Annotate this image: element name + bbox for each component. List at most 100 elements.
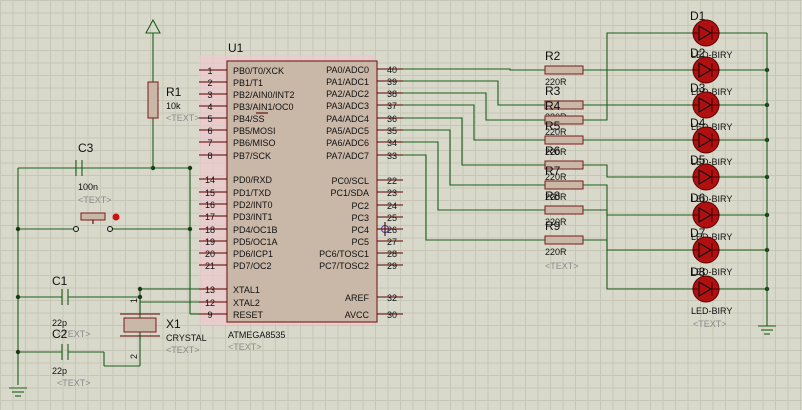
resistor-value: 220R [545, 147, 567, 157]
resistor-r8[interactable]: R8 220R [544, 189, 584, 227]
junction-dot [15, 226, 21, 232]
resistor-ref: R9 [545, 219, 561, 233]
led-ref: D2 [690, 46, 706, 60]
capacitor-c1-value: 22p [52, 318, 67, 328]
power-icon [145, 18, 161, 34]
c1-text-placeholder: <TEXT> [57, 329, 91, 339]
junction-dot [187, 165, 193, 171]
pin-label: PD5/OC1A [233, 237, 278, 247]
resistor-r1-body[interactable] [147, 81, 159, 119]
pin-number: 1 [207, 66, 212, 76]
resistor-value: 220R [545, 77, 567, 87]
capacitor-c1-ref: C1 [52, 274, 68, 288]
pin-label: PA2/ADC2 [326, 89, 369, 99]
resistor-value: 220R [545, 217, 567, 227]
resistor-ref: R3 [545, 84, 561, 98]
pin-number: 30 [387, 310, 397, 320]
pin-label: PD4/OC1B [233, 225, 278, 235]
pin-number: 24 [387, 201, 397, 211]
led-value: LED-BIRY [691, 306, 732, 316]
pin-label: PA6/ADC6 [326, 138, 369, 148]
resistor-body [544, 65, 584, 75]
resistor-text-placeholder: <TEXT> [545, 261, 579, 271]
resistor-ref: R5 [545, 119, 561, 133]
pin-label: PD3/INT1 [233, 212, 273, 222]
led-ref: D3 [690, 81, 706, 95]
pin-number: 6 [207, 126, 212, 136]
pin-number: 27 [387, 237, 397, 247]
pin-label: AREF [345, 293, 370, 303]
pin-label: AVCC [345, 310, 370, 320]
crystal-x1-ref: X1 [166, 317, 181, 331]
junction-dot [15, 349, 21, 355]
resistor-ref: R2 [545, 49, 561, 63]
resistor-r1-value: 10k [166, 101, 181, 111]
led-ref: D6 [690, 191, 706, 205]
led-value: LED-BIRY [691, 50, 732, 60]
pin-label: PD2/INT0 [233, 200, 273, 210]
resistor-r1-ref: R1 [166, 85, 182, 99]
crystal-pin1-label: 1 [129, 298, 139, 303]
led-ref: D8 [690, 265, 706, 279]
resistor-ref: R8 [545, 189, 561, 203]
pin-number: 21 [205, 261, 215, 271]
pin-label: PA0/ADC0 [326, 65, 369, 75]
pin-label: PB5/MOSI [233, 126, 276, 136]
led-value: LED-BIRY [691, 194, 732, 204]
pin-number: 8 [207, 151, 212, 161]
resistor-value: 220R [545, 127, 567, 137]
ground-icon [9, 387, 27, 397]
pin-label: PB3/AIN1/OC0 [233, 102, 294, 112]
crystal-x1[interactable] [123, 317, 157, 333]
pin-number: 3 [207, 90, 212, 100]
capacitor-c2-ref: C2 [52, 327, 68, 341]
pin-label: PD0/RXD [233, 175, 273, 185]
junction-dot [137, 294, 143, 300]
push-button[interactable] [80, 212, 106, 221]
pin-label: PC6/TOSC1 [319, 249, 369, 259]
chip-body [226, 60, 378, 323]
pin-number: 28 [387, 249, 397, 259]
led-value: LED-BIRY [691, 157, 732, 167]
pin-number: 2 [207, 78, 212, 88]
pin-label: PA4/ADC4 [326, 114, 369, 124]
pin-label: PD6/ICP1 [233, 249, 273, 259]
ground-icon [758, 325, 776, 335]
capacitor-c3-value: 100n [78, 182, 98, 192]
pin-number: 35 [387, 126, 397, 136]
led-ref: D1 [690, 9, 706, 23]
led-value: LED-BIRY [691, 87, 732, 97]
resistor-value: 220R [545, 172, 567, 182]
pin-number: 32 [387, 293, 397, 303]
resistor-r2[interactable]: R2 220R [544, 49, 584, 87]
pin-number: 15 [205, 188, 215, 198]
mcu-ref: U1 [228, 41, 244, 55]
pin-number: 25 [387, 213, 397, 223]
junction-dot [15, 294, 21, 300]
resistor-ref: R6 [545, 144, 561, 158]
led-value: LED-BIRY [691, 232, 732, 242]
pin-label: PB4/SS [233, 114, 265, 124]
led-value: LED-BIRY [691, 267, 732, 277]
x1-text-placeholder: <TEXT> [166, 345, 200, 355]
pin-number: 16 [205, 200, 215, 210]
crystal-x1-value: CRYSTAL [166, 333, 207, 343]
pin-label: PD7/OC2 [233, 261, 272, 271]
mcu-part: ATMEGA8535 [228, 330, 285, 340]
